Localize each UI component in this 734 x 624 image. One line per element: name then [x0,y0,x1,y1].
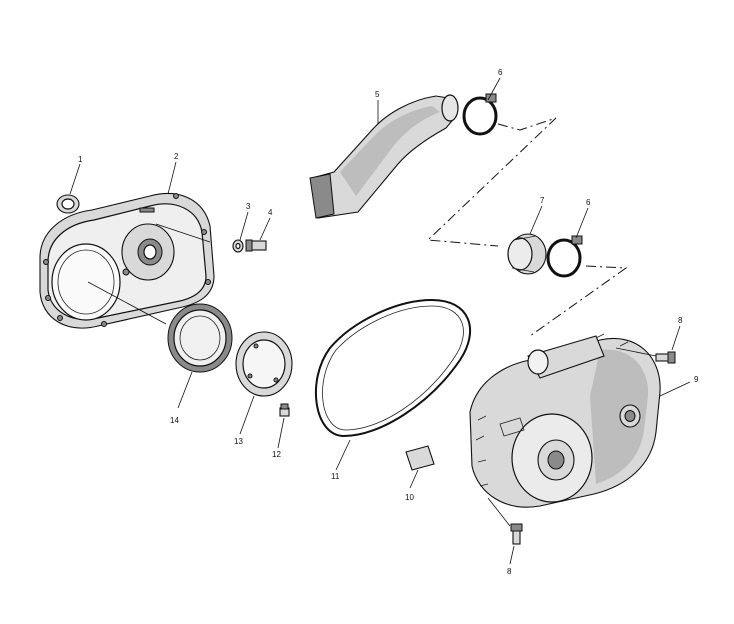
callout-12: 12 [272,450,281,459]
assembly-path-lines [426,117,628,337]
callout-1: 1 [78,155,83,164]
part-8b-bolt [510,523,523,545]
part-14-seal-ring [167,303,233,373]
part-8a-bolt [655,351,676,364]
callout-labels: 1 2 3 4 5 6 6 7 8 8 9 10 11 12 13 14 [78,68,699,576]
callout-10: 10 [405,493,414,502]
part-9-outer-cover [469,333,661,508]
callout-7: 7 [540,196,545,205]
part-6a-hose-clamp [462,93,498,136]
callout-8a: 8 [678,316,683,325]
leader-lines [69,77,691,565]
callout-6b: 6 [586,198,591,207]
part-10-decal [405,445,435,471]
callout-3: 3 [246,202,251,211]
callout-14: 14 [170,416,179,425]
callout-13: 13 [234,437,243,446]
part-12-screw [279,403,290,417]
part-7-coupler [507,233,547,275]
part-3-washer [232,239,244,253]
part-13-retainer-plate [235,331,293,397]
callout-4: 4 [268,208,273,217]
callout-2: 2 [174,152,179,161]
callout-8b: 8 [507,567,512,576]
part-4-bolt [245,239,267,252]
callout-11: 11 [331,472,340,481]
part-5-air-duct [309,94,459,219]
part-6b-hose-clamp [546,235,583,278]
callout-5: 5 [375,90,380,99]
part-1-seal [56,194,80,214]
callout-9: 9 [694,375,699,384]
part-11-drive-belt [314,299,472,437]
callout-6a: 6 [498,68,503,77]
part-2-inner-cover [39,193,215,329]
